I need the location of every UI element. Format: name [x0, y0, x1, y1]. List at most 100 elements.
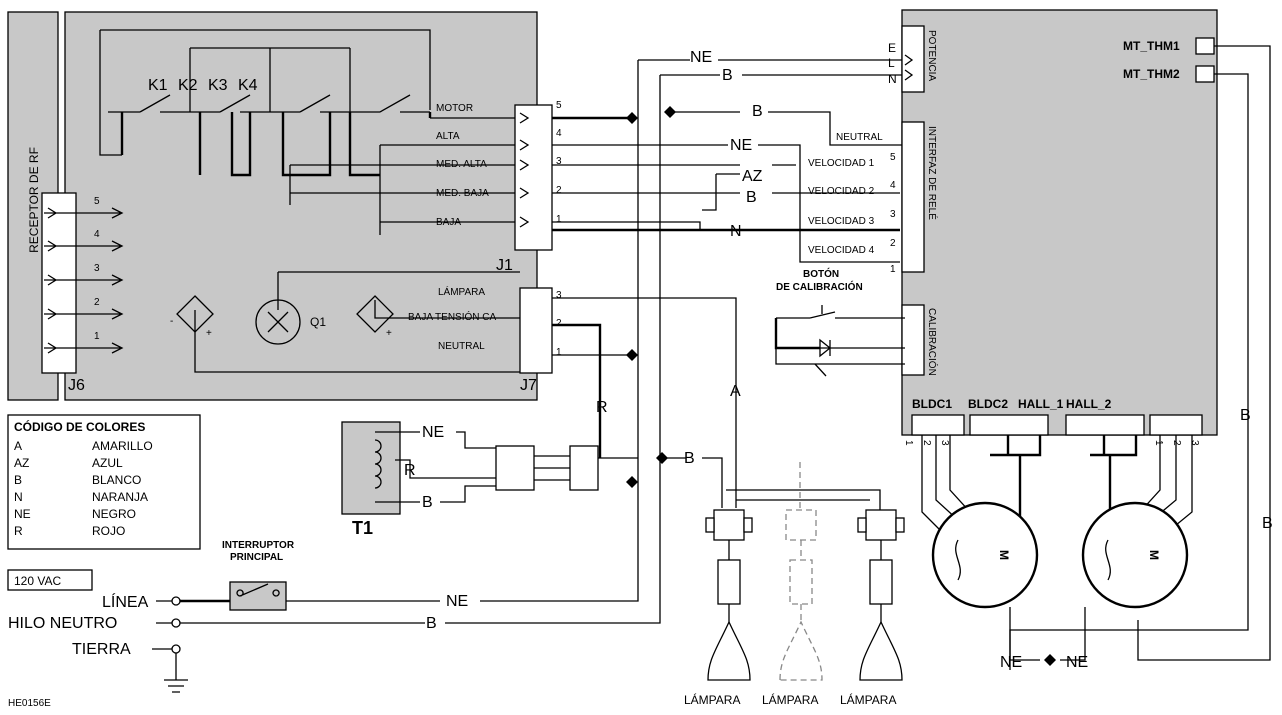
trunk-wiring — [552, 59, 905, 508]
trunk-wire-ne-1: NE — [690, 49, 712, 66]
trunk-wire-b-2: B — [752, 103, 763, 120]
mt-thm2-connector — [1195, 65, 1215, 83]
svg-text:AMARILLO: AMARILLO — [92, 439, 153, 453]
power-pin-e: E — [888, 41, 896, 55]
relay-k3: K3 — [208, 77, 228, 94]
speed-1-pin: 5 — [890, 152, 896, 163]
bldc1-label: BLDC1 — [912, 397, 952, 411]
line-wire-ne: NE — [446, 593, 468, 610]
supply-neutral-label: HILO NEUTRO — [8, 615, 117, 632]
t1-socket — [569, 445, 599, 491]
calibration-label: CALIBRACIÓN — [926, 308, 939, 376]
motor-1 — [931, 501, 1039, 609]
main-switch-label-1: INTERRUPTOR — [222, 540, 295, 551]
j1-label: J1 — [496, 257, 513, 274]
svg-text:B: B — [14, 473, 22, 487]
motor-wire-ne-1: NE — [1000, 654, 1022, 671]
fan-module — [901, 9, 1218, 436]
j7-label: J7 — [520, 377, 537, 394]
svg-text:+: + — [386, 328, 392, 339]
power-label: POTENCIA — [926, 30, 937, 81]
hall2-label: HALL_2 — [1066, 397, 1112, 411]
j1-pin-5: 5 — [556, 100, 562, 111]
lamp-3 — [857, 509, 905, 681]
j1-pin-2: 2 — [556, 185, 562, 196]
j1-label-baja: BAJA — [436, 217, 461, 228]
motor-1-symbol: M — [997, 550, 1011, 560]
color-code-legend — [7, 414, 201, 550]
svg-text:AZ: AZ — [14, 456, 29, 470]
speed-1-label: VELOCIDAD 1 — [808, 158, 875, 169]
svg-text:ROJO: ROJO — [92, 524, 125, 538]
power-pin-l: L — [888, 56, 895, 70]
j6-pin-3: 3 — [94, 263, 100, 274]
trunk-wire-r: R — [596, 399, 608, 416]
color-code-title: CÓDIGO DE COLORES — [14, 419, 145, 434]
bldc2-pin-1: 1 — [1153, 440, 1164, 446]
t1-wire-r: R — [404, 462, 416, 479]
relay-pin-1: 1 — [890, 264, 896, 275]
relay-k2: K2 — [178, 77, 198, 94]
calibration-button-wiring — [774, 305, 905, 377]
q1-label: Q1 — [310, 315, 326, 329]
j6-connector — [41, 192, 77, 374]
svg-text:N: N — [14, 490, 23, 504]
svg-text:BLANCO: BLANCO — [92, 473, 141, 487]
mt-wire-b-1: B — [1240, 407, 1251, 424]
j6-pin-2: 2 — [94, 297, 100, 308]
mt-thm2-label: MT_THM2 — [1123, 67, 1180, 81]
relay-interface-label: INTERFAZ DE RELÉ — [926, 126, 939, 220]
calibration-button-label-1: BOTÓN — [803, 267, 839, 280]
svg-text:NE: NE — [14, 507, 31, 521]
t1-wire-ne: NE — [422, 424, 444, 441]
mt-thm1-label: MT_THM1 — [1123, 39, 1180, 53]
j7-pin-3: 3 — [556, 290, 562, 301]
j1-label-alta: ALTA — [436, 131, 460, 142]
lamp-2-label: LÁMPARA — [762, 692, 818, 707]
j1-label-motor: MOTOR — [436, 103, 473, 114]
trunk-wire-n: N — [730, 223, 742, 240]
trunk-wire-a: A — [730, 383, 741, 400]
j6-pin-1: 1 — [94, 331, 100, 342]
speed-4-label: VELOCIDAD 4 — [808, 245, 875, 256]
j1-pin-1: 1 — [556, 214, 562, 225]
color-code-items: A AMARILLO AZ AZUL B BLANCO N NARANJA NE… — [14, 439, 153, 538]
j1-label-med-baja: MED. BAJA — [436, 188, 489, 199]
bldc1-pin-2: 2 — [921, 440, 932, 446]
speed-4-pin: 2 — [890, 238, 896, 249]
hall2-connector — [1065, 414, 1145, 436]
j7-label-neutral: NEUTRAL — [438, 341, 485, 352]
mt-wire-b-2: B — [1262, 515, 1273, 532]
motor-neutral-junction — [1044, 654, 1056, 666]
power-connector — [901, 25, 925, 93]
lamp-wiring — [726, 462, 881, 510]
lamp-1-label: LÁMPARA — [684, 692, 740, 707]
svg-text:+: + — [206, 328, 212, 339]
junction-dots — [626, 106, 676, 488]
svg-text:NARANJA: NARANJA — [92, 490, 148, 504]
motor-wire-ne-2: NE — [1066, 654, 1088, 671]
t1-wire-b: B — [422, 494, 433, 511]
figure-id: HE0156E — [8, 698, 51, 709]
supply-ground-label: TIERRA — [72, 641, 131, 658]
supply-wiring — [152, 60, 661, 693]
bldc1-pin-1: 1 — [903, 440, 914, 446]
hall1-connector — [969, 414, 1049, 436]
lamp-3-label: LÁMPARA — [840, 692, 896, 707]
calibration-connector — [901, 304, 925, 376]
relay-k4: K4 — [238, 77, 258, 94]
lamp-driver-circuit — [176, 271, 520, 373]
supply-voltage-box — [7, 569, 93, 591]
trunk-wire-az: AZ — [742, 168, 763, 185]
supply-voltage: 120 VAC — [14, 574, 61, 588]
calibration-button-label-2: DE CALIBRACIÓN — [776, 280, 863, 293]
svg-text:R: R — [14, 524, 23, 538]
speed-2-label: VELOCIDAD 2 — [808, 186, 875, 197]
control-board — [64, 11, 538, 401]
lamp-2 — [779, 509, 823, 681]
j7-label-lampara: LÁMPARA — [438, 285, 485, 298]
transformer-coil — [374, 439, 382, 489]
mt-thm1-connector — [1195, 37, 1215, 55]
j7-label-baja-tension: BAJA TENSIÓN CA — [408, 310, 497, 323]
